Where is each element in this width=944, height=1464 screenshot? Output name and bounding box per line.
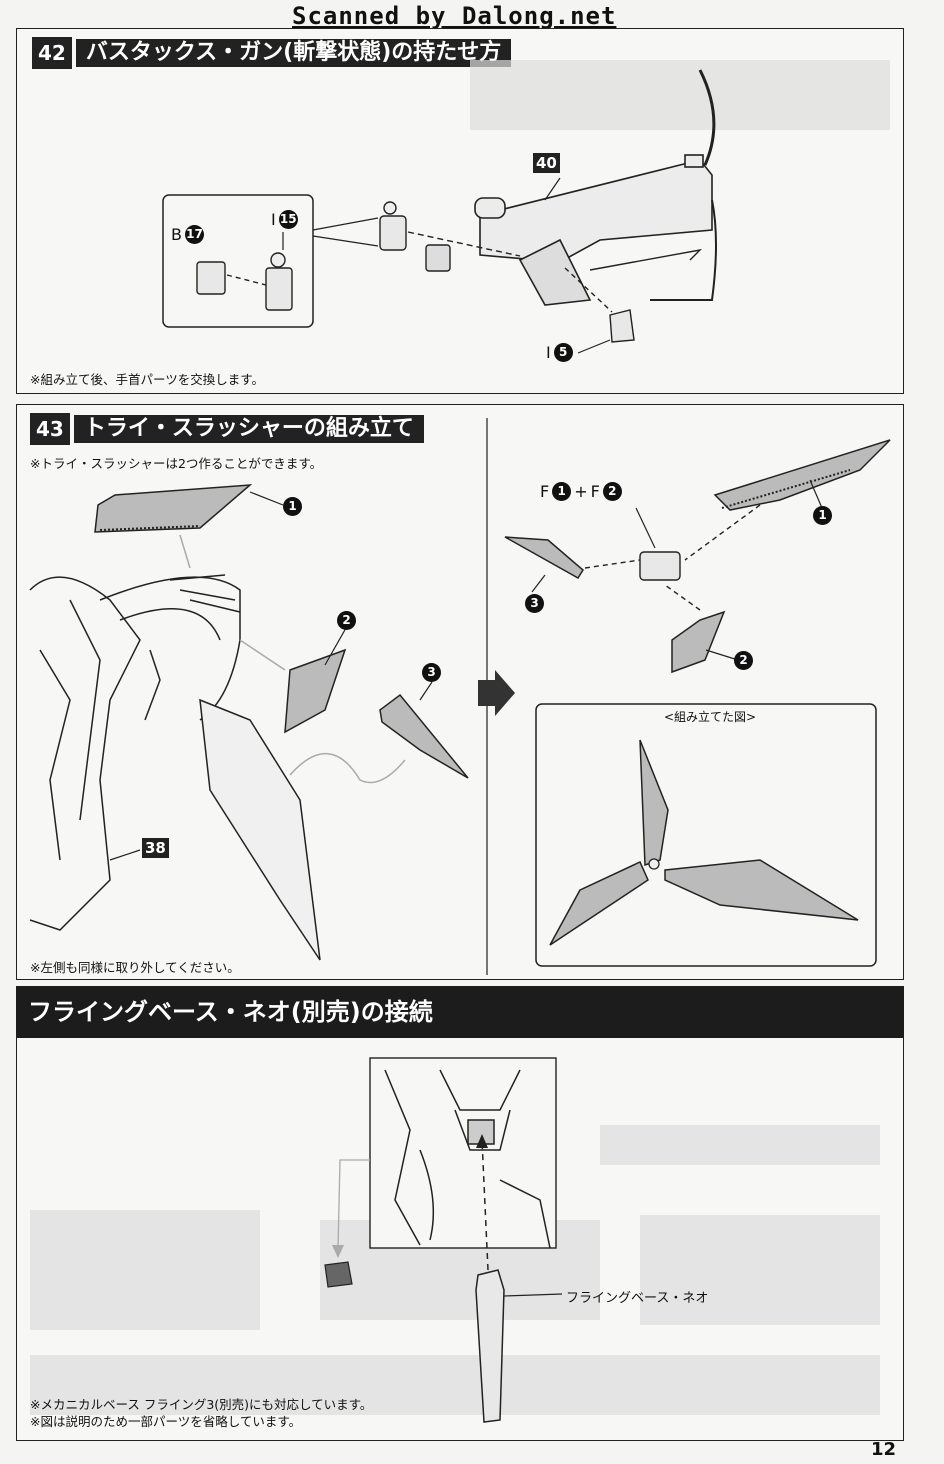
label-b17-num: 17 [184, 225, 204, 244]
combo-plus: + [574, 482, 588, 501]
page-number: 12 [870, 1439, 896, 1460]
left-num-3: 3 [422, 663, 441, 682]
assembled-box [535, 703, 877, 967]
flying-note-1: ※メカニカルベース フライング3(別売)にも対応しています。 [30, 1397, 373, 1412]
combo-label: F 1 + F 2 [540, 482, 622, 501]
detail-box [162, 194, 314, 328]
label-i5-num: 5 [553, 343, 573, 362]
label-i5-letter: I [546, 343, 551, 362]
step43-note-top: ※トライ・スラッシャーは2つ作ることができます。 [30, 456, 323, 471]
step42-number: 42 [32, 37, 72, 69]
step43-title: トライ・スラッシャーの組み立て [73, 415, 424, 443]
step42-illustration [162, 60, 890, 354]
right-num-3: 3 [525, 594, 544, 613]
left-num-1: 1 [283, 497, 302, 516]
label-i15: I 15 [271, 210, 298, 229]
step43-header: 43 トライ・スラッシャーの組み立て [30, 413, 424, 445]
step43-illustration [29, 418, 891, 975]
right-num-2: 2 [734, 651, 753, 670]
combo-a-letter: F [540, 482, 550, 501]
label-i15-num: 15 [278, 210, 298, 229]
combo-b-num: 2 [602, 482, 622, 501]
step43-note-bottom: ※左側も同様に取り外してください。 [30, 960, 240, 975]
flying-note-2: ※図は説明のため一部パーツを省略しています。 [30, 1414, 302, 1429]
step43-number: 43 [30, 413, 70, 445]
label-i15-letter: I [271, 210, 276, 229]
right-num-1: 1 [813, 506, 832, 525]
part-badge-38: 38 [142, 838, 169, 858]
label-i5: I 5 [546, 343, 573, 362]
flying-header: フライングベース・ネオ(別売)の接続 [16, 986, 904, 1038]
step42-note: ※組み立て後、手首パーツを交換します。 [30, 372, 264, 387]
left-num-2: 2 [337, 611, 356, 630]
combo-a-num: 1 [552, 482, 572, 501]
assembled-caption: <組み立てた図> [664, 710, 757, 724]
step42-title: バスタックス・ガン(斬撃状態)の持たせ方 [75, 39, 512, 67]
flying-callout: フライングベース・ネオ [566, 1291, 709, 1306]
part-badge-40: 40 [533, 153, 560, 173]
label-b17: B 17 [171, 225, 204, 244]
watermark: Scanned by Dalong.net [292, 2, 617, 30]
step42-header: 42 バスタックス・ガン(斬撃状態)の持たせ方 [32, 37, 512, 69]
label-b17-letter: B [171, 225, 182, 244]
combo-b-letter: F [590, 482, 600, 501]
